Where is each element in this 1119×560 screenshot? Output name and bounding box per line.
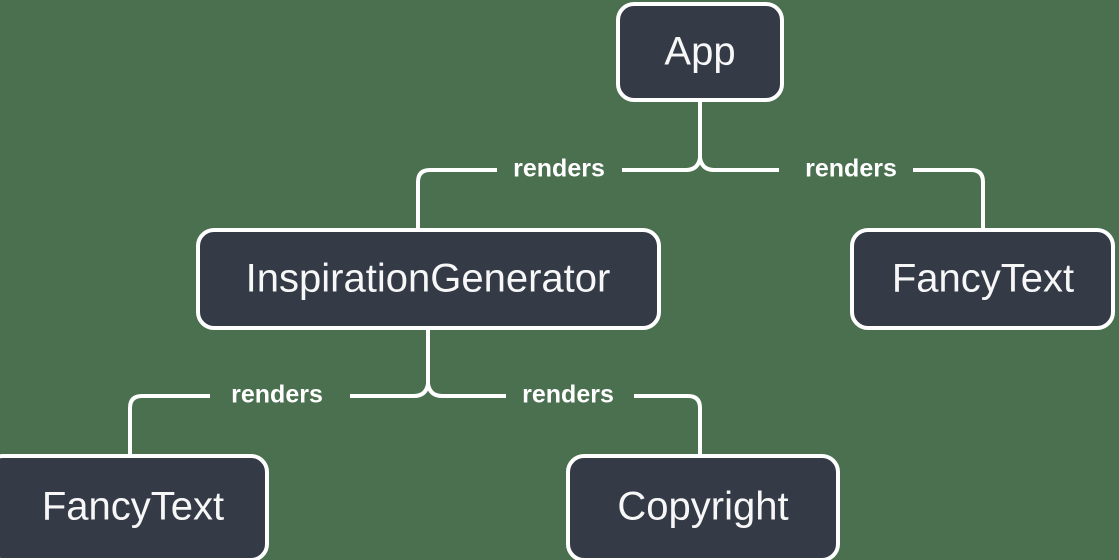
- edge-ig-left-bus-outer: [128, 394, 210, 456]
- node-inspiration-generator-label: InspirationGenerator: [246, 257, 611, 301]
- node-fancytext-right-box[interactable]: [850, 228, 1115, 330]
- edge-app-junction-left: [685, 157, 702, 172]
- edge-ig-junction-left: [413, 383, 430, 398]
- edge-label-ig-left: renders: [231, 381, 323, 409]
- node-copyright[interactable]: Copyright: [566, 454, 840, 560]
- edge-label-app-right: renders: [805, 155, 897, 183]
- node-app-label: App: [664, 30, 735, 74]
- node-copyright-box[interactable]: [566, 454, 840, 560]
- edge-app-junction-right: [698, 157, 715, 172]
- node-fancytext-right[interactable]: FancyText: [850, 228, 1115, 330]
- node-fancytext-right-label: FancyText: [892, 257, 1074, 301]
- node-inspiration-generator-box[interactable]: [196, 228, 661, 330]
- node-app-box[interactable]: [616, 2, 784, 102]
- edge-app-right-bus-outer: [913, 168, 985, 230]
- edge-app-left-bus-outer: [416, 168, 497, 230]
- node-fancytext-bottom-label: FancyText: [42, 485, 224, 529]
- edge-label-app-left: renders: [513, 155, 605, 183]
- node-fancytext-bottom[interactable]: FancyText: [0, 454, 269, 560]
- edge-ig-right-bus-outer: [634, 394, 702, 456]
- node-app[interactable]: App: [616, 2, 784, 102]
- node-fancytext-bottom-box[interactable]: [0, 454, 269, 560]
- node-copyright-label: Copyright: [617, 485, 788, 529]
- node-inspiration-generator[interactable]: InspirationGenerator: [196, 228, 661, 330]
- edge-ig-junction-right: [426, 383, 443, 398]
- edge-label-ig-right: renders: [522, 381, 614, 409]
